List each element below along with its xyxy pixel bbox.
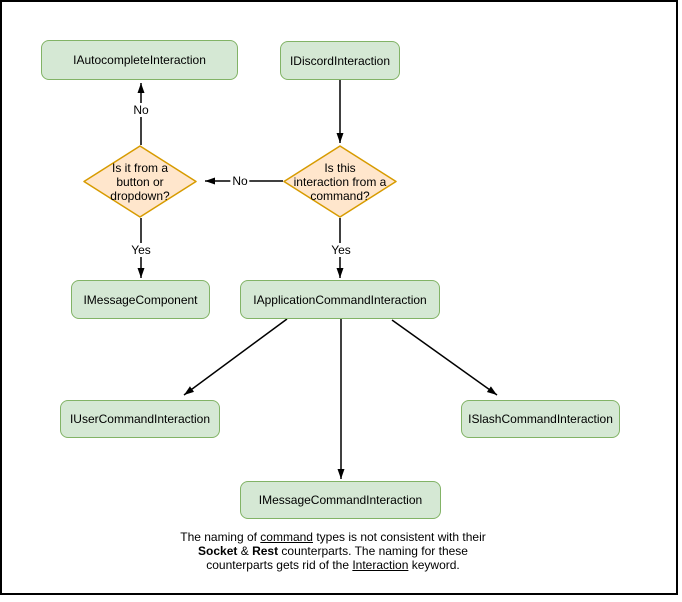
edge-label-yes-left: Yes <box>129 243 153 257</box>
node-application-command-interaction-label: IApplicationCommandInteraction <box>253 292 427 307</box>
node-user-command-interaction: IUserCommandInteraction <box>60 400 220 438</box>
decision-from-command-label: Is this interaction from a command? <box>293 160 387 203</box>
node-slash-command-interaction-label: ISlashCommandInteraction <box>468 412 613 426</box>
footnote-line-1: The naming of command types is not consi… <box>180 530 486 544</box>
node-user-command-interaction-label: IUserCommandInteraction <box>69 412 211 426</box>
node-slash-command-interaction: ISlashCommandInteraction <box>461 400 620 438</box>
node-application-command-interaction: IApplicationCommandInteraction <box>240 280 440 319</box>
footnote-line-3: counterparts gets rid of the Interaction… <box>206 558 460 572</box>
footnote-bold-rest: Rest <box>252 544 279 558</box>
node-message-command-interaction-label: IMessageCommandInteraction <box>258 493 423 507</box>
node-message-command-interaction: IMessageCommandInteraction <box>240 481 441 519</box>
edge-label-no-top: No <box>131 103 151 117</box>
node-discord-interaction: IDiscordInteraction <box>280 41 400 80</box>
decision-button-or-dropdown: Is it from a button or dropdown? <box>83 145 197 218</box>
decision-diamond-shape <box>83 145 197 218</box>
footnote-underlined-command: command <box>260 530 313 544</box>
footnote-bold-socket: Socket <box>198 544 238 558</box>
decision-diamond-shape <box>283 145 397 218</box>
node-message-component: IMessageComponent <box>71 280 210 319</box>
footnote-underlined-interaction: Interaction <box>352 558 409 572</box>
node-discord-interaction-label: IDiscordInteraction <box>289 53 391 68</box>
node-message-component-label: IMessageComponent <box>83 292 198 307</box>
node-autocomplete-interaction-label: IAutocompleteInteraction <box>73 53 206 67</box>
node-autocomplete-interaction: IAutocompleteInteraction <box>41 40 238 80</box>
diagram-footnote: The naming of command types is not consi… <box>148 530 518 572</box>
footnote-line-2: Socket & Rest counterparts. The naming f… <box>198 544 468 558</box>
decision-button-or-dropdown-label: Is it from a button or dropdown? <box>110 160 170 203</box>
edge-label-no-left: No <box>230 174 250 188</box>
edge-label-yes-right: Yes <box>329 243 353 257</box>
decision-from-command: Is this interaction from a command? <box>283 145 397 218</box>
